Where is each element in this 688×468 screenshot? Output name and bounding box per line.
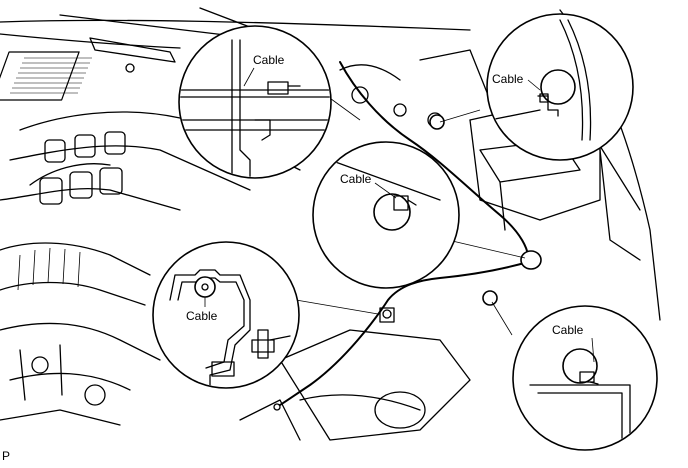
callout-middle-label: Cable — [340, 172, 372, 186]
callout-bottom-right-label: Cable — [552, 323, 584, 337]
callout-bottom-left-label: Cable — [186, 309, 218, 323]
callout-bottom-right: Cable — [512, 305, 658, 451]
callout-top-left: Cable — [178, 25, 332, 179]
callout-bottom-left: Cable — [152, 241, 300, 389]
callout-top-left-label: Cable — [253, 53, 285, 67]
callout-top-right: Cable — [486, 13, 634, 161]
callout-middle: Cable — [312, 141, 460, 289]
figure-code: P — [2, 449, 10, 463]
callout-top-right-label: Cable — [492, 72, 524, 86]
